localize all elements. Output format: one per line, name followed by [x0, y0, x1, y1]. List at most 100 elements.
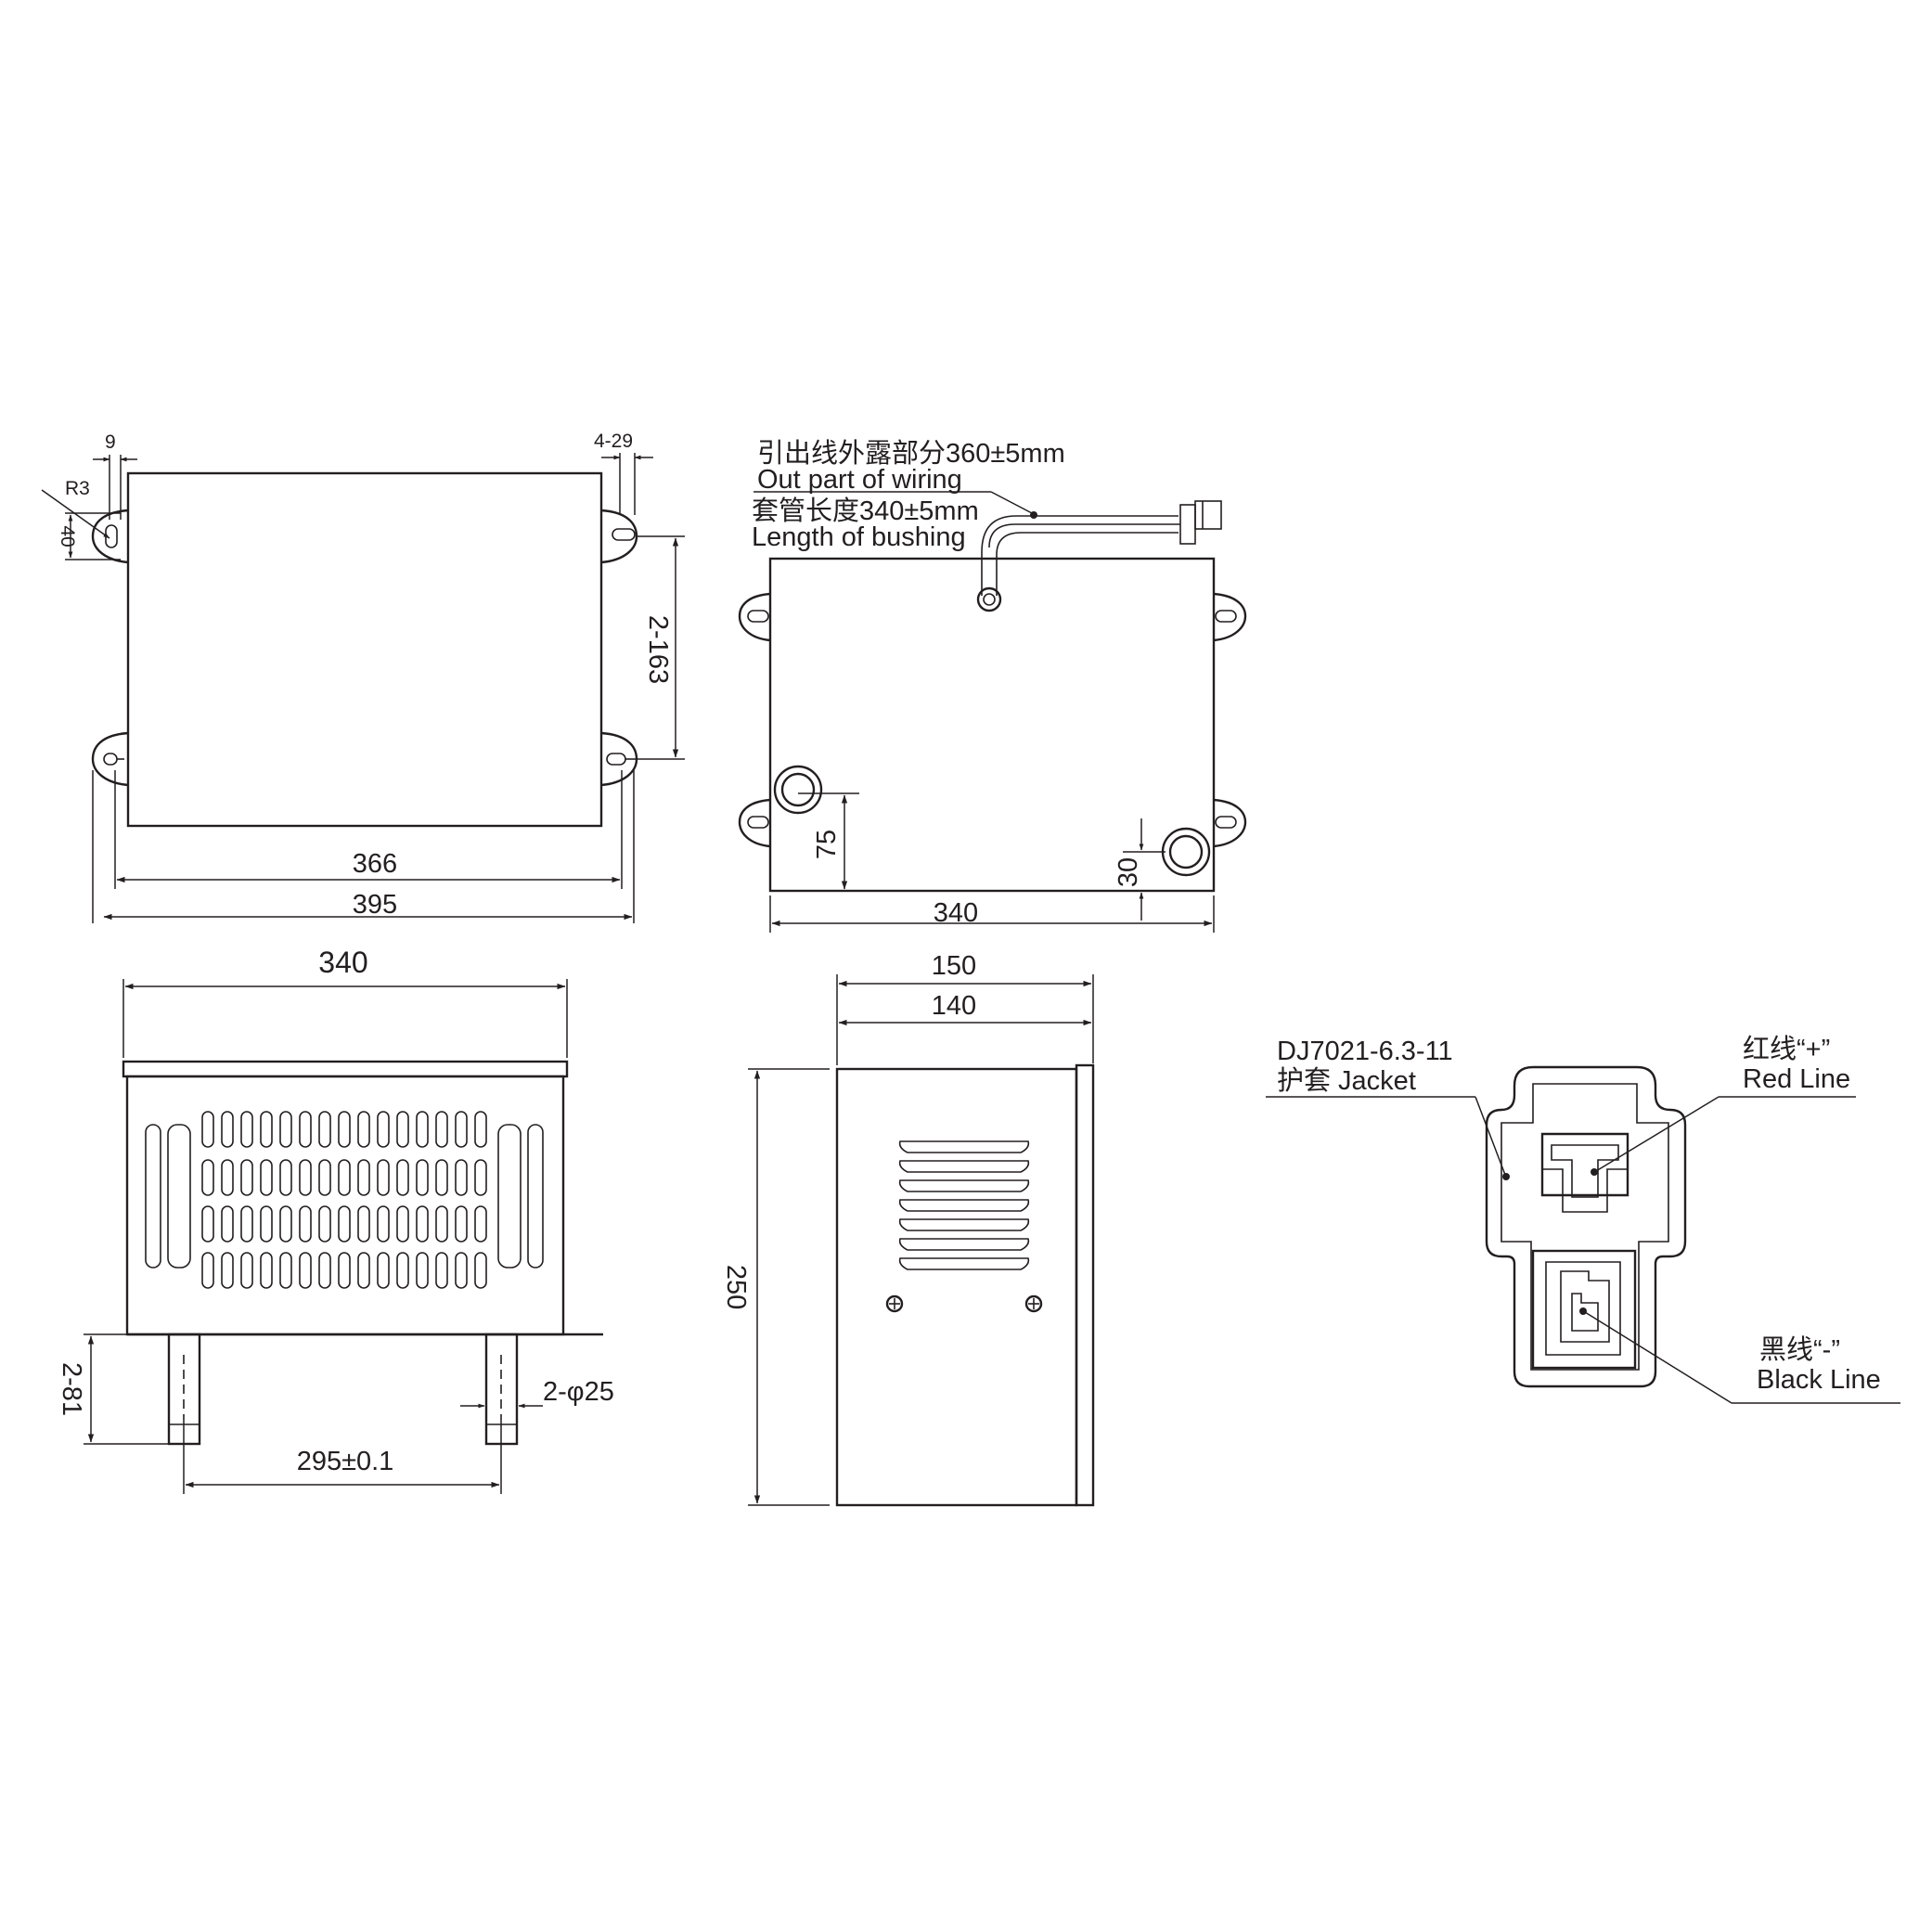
screw	[885, 1294, 904, 1313]
vent-slot	[279, 1205, 292, 1243]
dim-2-phi25-label: 2-φ25	[543, 1377, 614, 1407]
vent-slot	[318, 1111, 331, 1148]
vent-slot	[474, 1159, 487, 1196]
vent-slot	[396, 1205, 409, 1243]
dim-340-rear-label: 340	[934, 898, 978, 928]
dim-9-label: 9	[105, 431, 116, 453]
vent-slot	[377, 1111, 390, 1148]
mounting-ear	[1213, 592, 1247, 642]
vent-slot	[221, 1159, 234, 1196]
vent-slot	[299, 1252, 312, 1289]
vent-slot	[377, 1205, 390, 1243]
ventilation-grille	[201, 1111, 487, 1289]
vent-slot	[435, 1159, 448, 1196]
vent-slot	[318, 1252, 331, 1289]
vent-slot	[357, 1159, 370, 1196]
mounting-ear	[91, 509, 129, 564]
grille-side-left	[145, 1124, 191, 1269]
wiring-view: 引出线外露部分360±5mm Out part of wiring 套管长度34…	[738, 438, 1247, 933]
vent-slot	[435, 1111, 448, 1148]
louver-slat	[898, 1257, 1030, 1270]
dim-r3-label: R3	[65, 478, 90, 499]
connector-detail: DJ7021-6.3-11 护套 Jacket 红线“+” Red Line 黑…	[1266, 1034, 1900, 1404]
mounting-ear	[600, 731, 638, 787]
mounting-ear	[738, 798, 771, 848]
red-line-cn-label: 红线“+”	[1743, 1034, 1830, 1064]
grille-side-right	[497, 1124, 544, 1269]
vent-slot	[260, 1252, 273, 1289]
mounting-ear	[1213, 798, 1247, 848]
vent-slot	[221, 1111, 234, 1148]
dimension-2-phi25: 2-φ25	[460, 1377, 614, 1409]
louver-slat	[898, 1179, 1030, 1192]
vent-slot	[357, 1205, 370, 1243]
connector-jacket-inner	[1501, 1083, 1669, 1371]
vent-slot	[240, 1205, 253, 1243]
bushing-cn-label: 套管长度340±5mm	[752, 496, 979, 526]
vent-slot	[260, 1205, 273, 1243]
wiring-cn-label: 引出线外露部分360±5mm	[757, 438, 1065, 469]
dim-150-label: 150	[932, 951, 976, 981]
vent-slot	[338, 1111, 351, 1148]
dimension-366: 366	[114, 770, 623, 889]
vent-slot	[279, 1111, 292, 1148]
louver-vents	[898, 1140, 1030, 1270]
top-view: 9 4-29 R3 40 2-163	[41, 431, 685, 923]
connector-jacket-label: 护套 Jacket	[1277, 1065, 1416, 1096]
mounting-ear	[600, 509, 638, 564]
vent-slot	[455, 1252, 468, 1289]
vent-slot	[318, 1205, 331, 1243]
dimension-340-front: 340	[122, 946, 568, 1058]
dimension-40: 40	[57, 512, 121, 560]
vent-slot	[201, 1111, 214, 1148]
dimension-340-rear: 340	[769, 895, 1215, 933]
vent-slot	[338, 1252, 351, 1289]
dimension-9: 9	[93, 431, 137, 520]
vent-slot	[357, 1111, 370, 1148]
vent-slot	[416, 1205, 429, 1243]
side-flange	[1075, 1063, 1095, 1507]
vent-slot	[299, 1205, 312, 1243]
louver-slat	[898, 1140, 1030, 1153]
dim-340-front-label: 340	[318, 946, 367, 979]
vent-slot	[396, 1159, 409, 1196]
dim-40-label: 40	[57, 525, 78, 547]
vent-slot	[240, 1252, 253, 1289]
dim-30-label: 30	[1114, 857, 1143, 887]
dim-4-29-label: 4-29	[594, 431, 633, 452]
vent-slot	[240, 1159, 253, 1196]
louver-slat	[898, 1238, 1030, 1251]
vent-slot	[299, 1159, 312, 1196]
dim-75-label: 75	[812, 830, 842, 859]
vent-slot	[416, 1252, 429, 1289]
red-terminal	[1540, 1132, 1629, 1213]
heater-body-rear	[768, 557, 1216, 893]
dimension-4-29: 4-29	[594, 431, 653, 515]
vent-slot	[455, 1205, 468, 1243]
black-line-en-label: Black Line	[1757, 1365, 1881, 1395]
vent-slot	[201, 1252, 214, 1289]
mounting-ear	[738, 592, 771, 642]
vent-slot	[474, 1252, 487, 1289]
vent-slot	[455, 1159, 468, 1196]
vent-slot	[416, 1111, 429, 1148]
vent-slot	[396, 1111, 409, 1148]
vent-slot	[299, 1111, 312, 1148]
wire-plug	[1179, 504, 1196, 545]
wiring-en-label: Out part of wiring	[757, 465, 962, 495]
dimension-150: 150	[836, 951, 1094, 1065]
front-view: 340 2-81 2-φ25 295±0.1	[57, 946, 614, 1494]
mounting-ear	[91, 731, 129, 787]
vent-slot	[260, 1111, 273, 1148]
black-line-cn-label: 黑线“-”	[1759, 1334, 1840, 1365]
wire-bushing	[976, 500, 1222, 612]
vent-slot	[240, 1111, 253, 1148]
screw	[1024, 1294, 1043, 1313]
heater-body-side	[835, 1067, 1078, 1507]
vent-slot	[318, 1159, 331, 1196]
vent-slot	[279, 1252, 292, 1289]
vent-slot	[474, 1111, 487, 1148]
dim-250-label: 250	[721, 1265, 751, 1309]
vent-slot	[435, 1205, 448, 1243]
dimension-30: 30	[1114, 818, 1166, 921]
